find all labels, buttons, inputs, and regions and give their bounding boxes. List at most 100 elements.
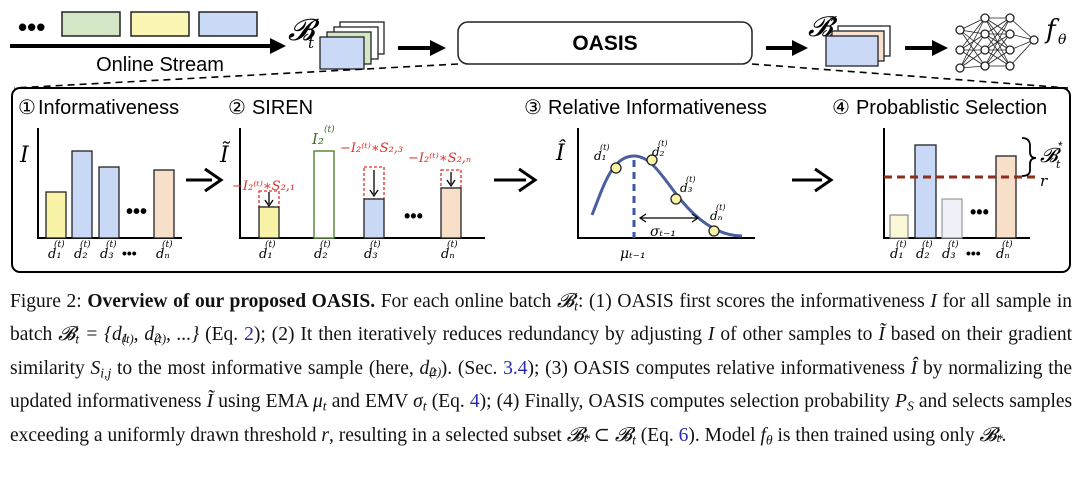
panel2-num: ② [228,97,246,119]
p4-dn-label: dₙ [996,247,1010,262]
caption-text: ). Model [688,424,756,446]
p3-d3-sup: (t) [686,175,695,184]
p1-bar-dn [153,169,175,239]
caption-text: ); (2) It then iteratively reduces redun… [253,324,702,346]
arrow-to-selected [792,40,808,56]
stream-block-yellow [130,11,190,37]
p3-d2-label: d₂ [652,145,665,159]
caption-text: and EMV [331,391,408,413]
sec-link[interactable]: 3.4 [503,357,528,379]
math-S: Si,j [90,357,112,381]
model-label-sub: θ [1058,32,1067,48]
zoom-line-left [13,63,459,89]
p1-bar-d2 [71,150,93,239]
p2-dn-sup: (t) [447,239,458,250]
caption-text: for all sample in batch [10,291,1072,346]
p1-d3-sup: (t) [106,239,117,250]
arrow-to-model [932,40,948,56]
p3-d1-label: d₁ [594,149,607,163]
eq6-link[interactable]: 6 [678,424,689,446]
caption-text: : (1) OASIS first scores the informative… [577,291,925,312]
p3-d3-label: d₃ [680,181,693,195]
p2-d3-label: d₃ [364,247,378,262]
batch-stack [319,36,365,70]
math-I: I [930,291,937,312]
mu-label: μₜ₋₁ [620,246,646,262]
arrow-p3-p4 [814,167,834,193]
panel3-num: ③ [524,97,542,119]
p4-bar-d1 [889,214,909,239]
panel3-label: Relative Informativeness [548,97,767,119]
p2-minus-label-3: −I₂⁽ᵗ⁾∗S₂,₃ [340,141,403,156]
panel3-title: ③ Relative Informativeness [524,97,767,119]
p2-bar-d3 [363,198,385,239]
math-mu: μt [313,391,327,414]
point-d2 [646,154,658,166]
selected-stack [825,35,879,67]
p1-d2-sup: (t) [80,239,91,250]
p3-dn-sup: (t) [716,203,725,212]
math-batch-def: 𝓑t = {d(t)1 , d(t)2 , ...} [58,324,200,347]
p2-bar-dn [440,187,462,239]
caption-text: of other samples to [720,324,873,346]
p4-d3-sup: (t) [948,239,959,250]
p2-bar-d1 [258,206,280,239]
axis-I-label: I [19,143,30,168]
p1-bar-d3 [98,166,120,239]
math-subset: 𝓑*t ⊂ 𝓑t [566,424,636,448]
p4-d3-label: d₃ [942,247,956,262]
caption-fig-label: Figure 2: [10,291,82,312]
panel4-label: Probablistic Selection [856,97,1047,119]
math-bstar: 𝓑*t [979,424,1003,447]
caption-text: ); (4) Finally, OASIS computes selection… [479,391,890,413]
p2-d2-label: d₂ [314,247,328,262]
stream-block-blue [198,11,258,37]
panel2-title: ② SIREN [228,97,313,119]
panel2-label: SIREN [252,97,313,119]
p2-ellipsis: ••• [404,206,423,226]
p1-d1-label: d₁ [48,247,62,262]
selected-label-sup: * [830,13,836,30]
math-I-tilde-2: Ĩ [206,391,214,413]
caption-text: (Eq. [205,324,239,346]
p1-d1-sup: (t) [54,239,65,250]
p4-label-ellipsis: ••• [966,245,981,261]
panel1-label: Informativeness [38,97,179,119]
panel3-chart: Î σₜ₋₁ μₜ₋₁ d₁ d₂ d₃ dₙ (t) (t) (t) (t) [555,128,755,262]
arrow-p2-p3 [518,167,538,193]
eq2-link[interactable]: 2 [244,324,254,346]
math-I-2: I [707,324,715,346]
panel4-title: ④ Probablistic Selection [832,97,1047,119]
caption-bold-title: Overview of our proposed OASIS. [87,291,376,312]
math-batch: 𝓑t [556,291,578,314]
point-d1 [610,162,622,174]
p1-dn-label: dₙ [156,247,170,262]
arrow-p1-p2 [204,167,224,193]
p4-dn-sup: (t) [1002,239,1013,250]
panel4-num: ④ [832,97,850,119]
overview-figure: ••• Online Stream 𝓑 t OASIS 𝓑 * t [10,10,1071,273]
arrow-to-oasis [430,40,446,56]
neural-network-icon [955,13,1039,73]
oasis-box [457,21,753,65]
p4-d2-label: d₂ [916,247,930,262]
p2-d2-sup: (t) [320,239,331,250]
eq4-link[interactable]: 4 [469,391,480,413]
p2-minus-label-1: −I₂⁽ᵗ⁾∗S₂,₁ [232,179,295,194]
panel1-chart: I ••• d₁ d₂ d₃ dₙ (t) (t) (t) (t) ••• [19,128,182,262]
figure-caption: Figure 2: Overview of our proposed OASIS… [10,287,1072,454]
p2-i2-sup: (t) [324,124,335,135]
p4-bstar-sub: t [1056,158,1061,171]
oasis-label: OASIS [572,32,637,55]
zoom-line-right [751,63,1069,89]
selection-brace [1021,137,1037,177]
p3-d2-sup: (t) [658,139,667,148]
p4-d1-sup: (t) [896,239,907,250]
p1-bar-d1 [45,191,67,239]
p4-ellipsis: ••• [970,202,989,222]
p1-label-ellipsis: ••• [122,245,137,261]
batch-label-sub: t [308,34,315,52]
p1-d2-label: d₂ [74,247,88,262]
math-d2: d(t)2 [419,357,442,380]
